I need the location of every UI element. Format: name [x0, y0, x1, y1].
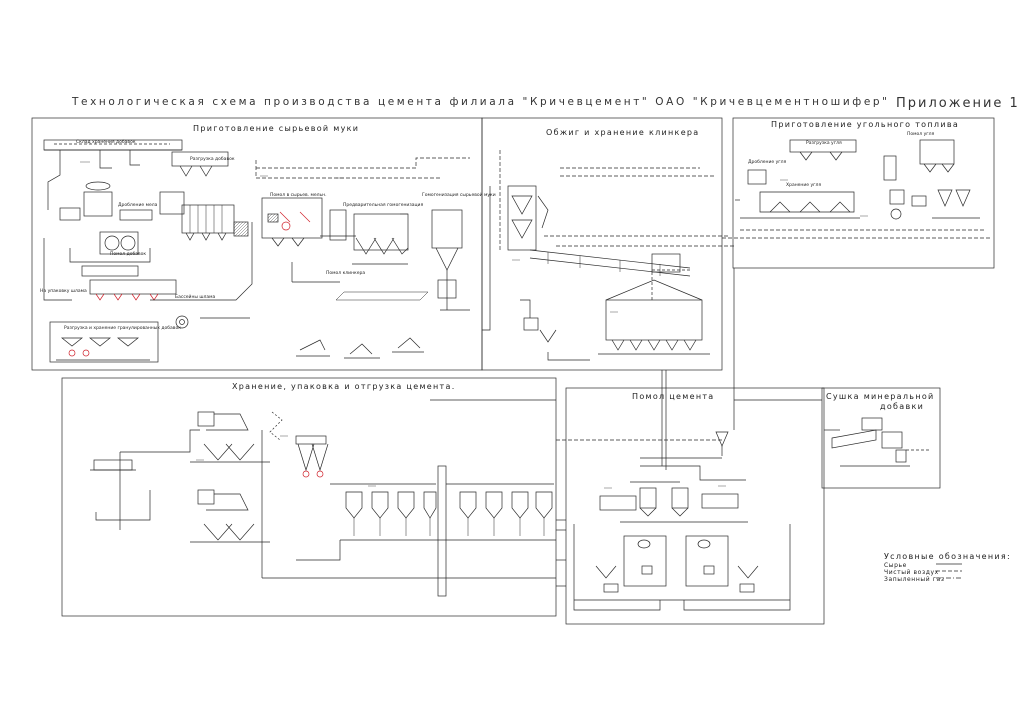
legend-item-raw: Сырье — [884, 562, 907, 569]
frame-drying — [821, 387, 941, 489]
legend-item-dusty-gas: Запыленный газ — [884, 576, 945, 583]
frame-raw-meal — [31, 117, 483, 371]
legend-item-clean-air: Чистый воздух — [884, 569, 939, 576]
legend-title: Условные обозначения: — [884, 552, 1012, 561]
label-unloading-storage: Разгрузка и хранение гранулированных доб… — [64, 326, 181, 331]
label-coal-storage: Хранение угля — [786, 183, 822, 188]
section-title-raw-meal: Приготовление сырьевой муки — [193, 124, 360, 133]
label-to-packing: На упаковку шлама — [40, 289, 87, 294]
diagram-title: Технологическая схема производства цемен… — [72, 96, 890, 108]
label-chalk-crushing: Дробление мела — [118, 203, 158, 208]
label-coal-crushing: Дробление угля — [748, 160, 787, 165]
label-clinker-grinding: Помол клинкера — [326, 271, 366, 276]
appendix-label: Приложение 1 — [896, 96, 1020, 111]
frame-grinding — [565, 387, 825, 625]
frame-storage — [61, 377, 557, 617]
label-chalk-grinding: Помол добавок — [110, 252, 147, 257]
label-raw-mill: Помол в сырьев. мельн. — [270, 193, 327, 198]
label-preliminary-homogenization: Предварительная гомогенизация — [343, 203, 424, 208]
label-coal-unloading: Разгрузка угля — [806, 141, 842, 146]
label-homogenization: Гомогенизация сырьевой муки — [422, 193, 496, 198]
label-additive-warehouse: Склад хранения добавок — [76, 140, 136, 145]
section-title-drying-1: Сушка минеральной — [826, 392, 935, 401]
label-unload-additives: Разгрузка добавок — [190, 157, 235, 162]
frame-coal — [732, 117, 995, 269]
section-title-grinding: Помол цемента — [632, 392, 715, 401]
label-coal-grinding: Помол угля — [907, 132, 935, 137]
section-title-clinker: Обжиг и хранение клинкера — [546, 128, 700, 137]
section-title-drying-2: добавки — [880, 402, 925, 411]
section-title-coal: Приготовление угольного топлива — [771, 120, 960, 129]
label-sludge-pools: Бассейны шлама — [175, 295, 216, 300]
section-title-storage: Хранение, упаковка и отгрузка цемента. — [232, 382, 456, 391]
frame-clinker — [481, 117, 723, 371]
